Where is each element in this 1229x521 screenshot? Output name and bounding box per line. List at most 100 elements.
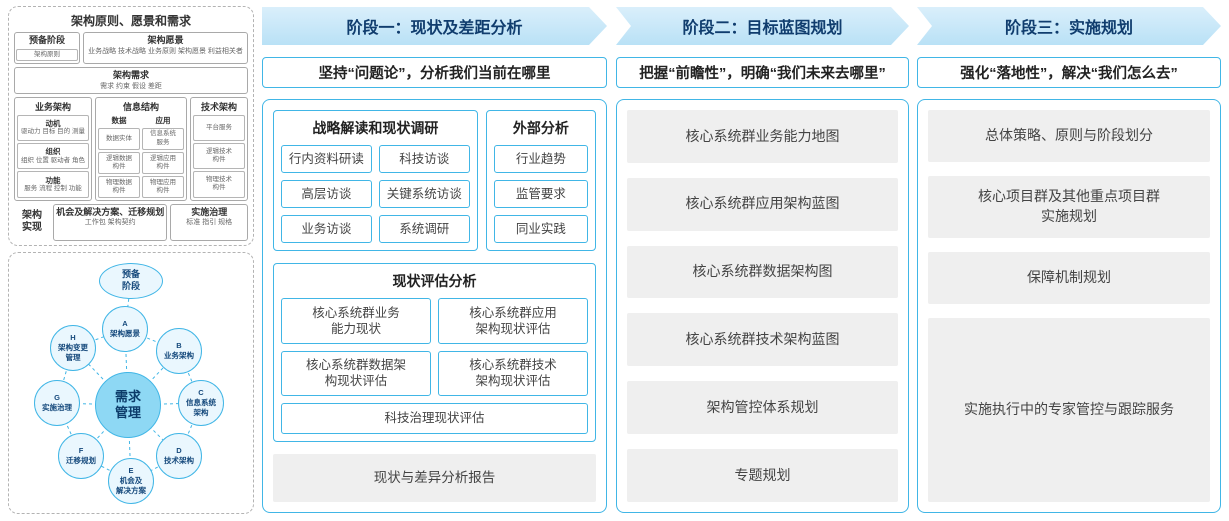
phase2-subtitle: 把握“前瞻性”，明确“我们未来去哪里” xyxy=(616,57,909,88)
assessment-item: 核心系统群应用 架构现状评估 xyxy=(438,298,588,344)
external-item: 行业趋势 xyxy=(493,145,588,173)
data-subcolumn: 数据 数据实体 逻辑数据 构件 物理数据 构件 xyxy=(98,115,140,198)
external-item: 监管要求 xyxy=(493,180,588,208)
assessment-box: 现状评估分析 核心系统群业务 能力现状 核心系统群应用 架构现状评估 核心系统群… xyxy=(273,263,596,442)
framework-title: 架构原则、愿景和需求 xyxy=(70,14,191,28)
external-analysis-box: 外部分析 行业趋势 监管要求 同业实践 xyxy=(485,110,596,251)
phase2-item: 专题规划 xyxy=(627,449,898,502)
phase3-header: 阶段三：实施规划 xyxy=(917,7,1221,45)
application-item: 逻辑应用 构件 xyxy=(142,151,184,174)
phase1-subtitle: 坚持“问题论”，分析我们当前在哪里 xyxy=(262,57,607,88)
framework-top-row: 预备阶段 架构原则 架构愿景 业务战略 技术战略 业务原则 架构愿景 利益相关者 xyxy=(14,32,248,64)
prep-phase-box: 预备阶段 架构原则 xyxy=(14,32,80,64)
organization-box: 组织 组织 位置 驱动者 角色 xyxy=(17,142,89,170)
technology-item: 平台服务 xyxy=(193,114,245,141)
technology-architecture-title: 技术架构 xyxy=(200,101,237,112)
opportunities-migration-box: 机会及解决方案、迁移规划 工作包 架构契约 xyxy=(53,203,168,241)
architecture-vision-items: 业务战略 技术战略 业务原则 架构愿景 利益相关者 xyxy=(88,47,243,55)
architecture-realization-row: 架构 实现 机会及解决方案、迁移规划 工作包 架构契约 实施治理 标准 指引 规… xyxy=(14,203,248,241)
data-title: 数据 xyxy=(111,115,127,125)
phase1-panel: 战略解读和现状调研 行内资料研读 科技访谈 高层访谈 关键系统访谈 业务访谈 系… xyxy=(262,99,607,513)
business-architecture-title: 业务架构 xyxy=(34,101,71,112)
implementation-governance-box: 实施治理 标准 指引 规格 xyxy=(170,203,248,241)
cycle-node-g-governance: G 实施治理 xyxy=(34,380,80,426)
architecture-vision-title: 架构愿景 xyxy=(147,35,184,45)
strategy-research-items: 行内资料研读 科技访谈 高层访谈 关键系统访谈 业务访谈 系统调研 xyxy=(281,145,470,243)
assessment-item: 核心系统群业务 能力现状 xyxy=(281,298,431,344)
phase3-subtitle: 强化“落地性”，解决“我们怎么去” xyxy=(917,57,1221,88)
application-item: 物理应用 构件 xyxy=(142,175,184,198)
external-item: 同业实践 xyxy=(493,215,588,243)
organization-title: 组织 xyxy=(45,147,61,157)
strategy-research-box: 战略解读和现状调研 行内资料研读 科技访谈 高层访谈 关键系统访谈 业务访谈 系… xyxy=(273,110,478,251)
information-structure-column: 信息结构 数据 数据实体 逻辑数据 构件 物理数据 构件 应用 信息系统 服务 … xyxy=(95,96,187,201)
cycle-node-e-opportunities: E 机会及 解决方案 xyxy=(108,458,154,504)
data-item: 数据实体 xyxy=(98,127,140,150)
phase3-item: 核心项目群及其他重点项目群 实施规划 xyxy=(928,176,1210,238)
motivation-box: 动机 驱动力 目标 目的 测量 xyxy=(17,114,89,141)
phase1-top-row: 战略解读和现状调研 行内资料研读 科技访谈 高层访谈 关键系统访谈 业务访谈 系… xyxy=(273,110,596,251)
gap-analysis-report-box: 现状与差异分析报告 xyxy=(273,454,596,502)
technology-item: 物理技术 构件 xyxy=(193,171,245,198)
data-item: 物理数据 构件 xyxy=(98,175,140,198)
assessment-items: 核心系统群业务 能力现状 核心系统群应用 架构现状评估 核心系统群数据架 构现状… xyxy=(281,298,588,434)
motivation-title: 动机 xyxy=(45,119,61,129)
phase2-item: 核心系统群技术架构蓝图 xyxy=(627,313,898,367)
data-item: 逻辑数据 构件 xyxy=(98,151,140,174)
architecture-realization-label: 架构 实现 xyxy=(22,210,42,234)
framework-domains-row: 业务架构 动机 驱动力 目标 目的 测量 组织 组织 位置 驱动者 角色 功能 … xyxy=(14,96,248,201)
assessment-title: 现状评估分析 xyxy=(392,273,477,289)
phase3-item: 总体策略、原则与阶段划分 xyxy=(928,110,1210,162)
cycle-node-f-migration: F 迁移规划 xyxy=(58,433,104,479)
motivation-items: 驱动力 目标 目的 测量 xyxy=(21,128,85,136)
organization-items: 组织 位置 驱动者 角色 xyxy=(21,156,85,164)
implementation-governance-items: 标准 指引 规格 xyxy=(186,219,233,227)
architecture-requirements-items: 需求 约束 假设 差距 xyxy=(100,82,162,90)
function-box: 功能 服务 流程 控制 功能 xyxy=(17,171,89,198)
prep-phase-item: 架构原则 xyxy=(16,48,78,61)
cycle-node-c-information: C 信息系统 架构 xyxy=(178,380,224,426)
application-subcolumn: 应用 信息系统 服务 逻辑应用 构件 物理应用 构件 xyxy=(142,115,184,198)
opportunities-migration-items: 工作包 架构契约 xyxy=(84,219,136,227)
external-analysis-items: 行业趋势 监管要求 同业实践 xyxy=(493,145,588,243)
cycle-node-d-technology: D 技术架构 xyxy=(156,433,202,479)
application-title: 应用 xyxy=(155,115,171,125)
architecture-vision-box: 架构愿景 业务战略 技术战略 业务原则 架构愿景 利益相关者 xyxy=(83,32,248,64)
phase3-item: 保障机制规划 xyxy=(928,252,1210,304)
implementation-governance-title: 实施治理 xyxy=(191,206,228,217)
architecture-requirements-box: 架构需求 需求 约束 假设 差距 xyxy=(14,66,248,94)
strategy-item: 系统调研 xyxy=(378,215,470,243)
external-analysis-title: 外部分析 xyxy=(512,120,569,136)
strategy-item: 高层访谈 xyxy=(281,180,372,208)
phase2-header: 阶段二：目标蓝图规划 xyxy=(616,7,909,45)
cycle-node-h-change: H 架构变更 管理 xyxy=(50,325,96,371)
cycle-node-prep: 预备 阶段 xyxy=(99,263,163,299)
assessment-item: 核心系统群技术 架构现状评估 xyxy=(438,350,588,396)
application-item: 信息系统 服务 xyxy=(142,127,184,150)
phase2-item: 核心系统群应用架构蓝图 xyxy=(627,177,898,231)
technology-architecture-column: 技术架构 平台服务 逻辑技术 构件 物理技术 构件 xyxy=(190,96,248,201)
information-structure-title: 信息结构 xyxy=(122,101,159,112)
function-title: 功能 xyxy=(45,175,61,185)
information-subcolumns: 数据 数据实体 逻辑数据 构件 物理数据 构件 应用 信息系统 服务 逻辑应用 … xyxy=(98,115,184,198)
architecture-requirements-title: 架构需求 xyxy=(112,69,149,80)
phase3-item: 实施执行中的专家管控与跟踪服务 xyxy=(928,318,1210,502)
phase2-panel: 核心系统群业务能力地图 核心系统群应用架构蓝图 核心系统群数据架构图 核心系统群… xyxy=(616,99,909,513)
opportunities-migration-title: 机会及解决方案、迁移规划 xyxy=(56,206,165,217)
adm-cycle-panel: 预备 阶段 A 架构愿景 B 业务架构 C 信息系统 架构 D 技术架构 E 机… xyxy=(8,252,254,514)
assessment-item: 科技治理现状评估 xyxy=(281,403,588,434)
framework-panel: 架构原则、愿景和需求 预备阶段 架构原则 架构愿景 业务战略 技术战略 业务原则… xyxy=(8,6,254,246)
phase2-item: 核心系统群业务能力地图 xyxy=(627,110,898,163)
phase3-panel: 总体策略、原则与阶段划分 核心项目群及其他重点项目群 实施规划 保障机制规划 实… xyxy=(917,99,1221,513)
business-architecture-column: 业务架构 动机 驱动力 目标 目的 测量 组织 组织 位置 驱动者 角色 功能 … xyxy=(14,96,92,201)
strategy-item: 关键系统访谈 xyxy=(378,180,470,208)
phase2-item: 架构管控体系规划 xyxy=(627,381,898,435)
cycle-center-requirements: 需求 管理 xyxy=(95,372,161,438)
strategy-item: 行内资料研读 xyxy=(281,145,372,173)
cycle-node-a-vision: A 架构愿景 xyxy=(102,306,148,352)
assessment-item: 核心系统群数据架 构现状评估 xyxy=(281,350,431,396)
cycle-node-b-business: B 业务架构 xyxy=(156,328,202,374)
strategy-item: 业务访谈 xyxy=(281,215,372,243)
technology-item: 逻辑技术 构件 xyxy=(193,142,245,170)
